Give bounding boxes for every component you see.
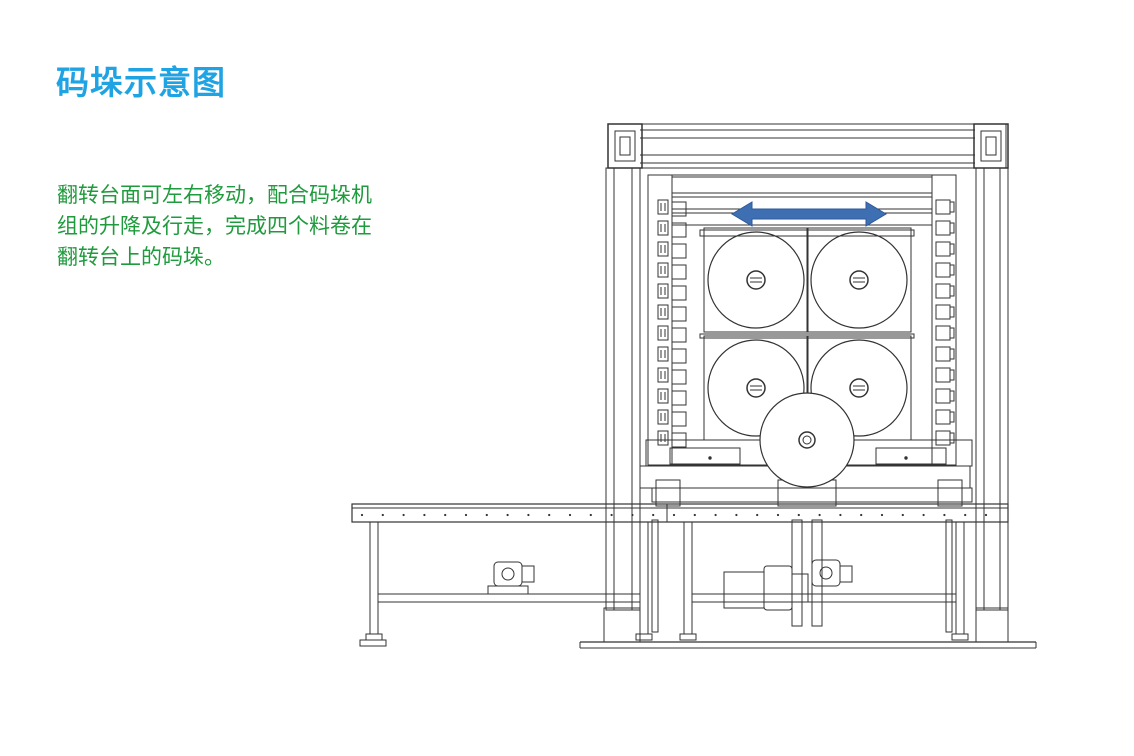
right-chain-rail: [935, 199, 955, 446]
bidirectional-horizontal-arrow: [731, 201, 887, 227]
gantry-frame: [607, 123, 1009, 169]
page-title: 码垛示意图: [56, 63, 226, 102]
conveyor-support: [365, 519, 969, 641]
gantry-posts: [605, 167, 1009, 611]
description-line-3: 翻转台上的码垛。: [57, 245, 225, 269]
description-line-1: 翻转台面可左右移动，配合码垛机: [57, 183, 372, 207]
description-text: 翻转台面可左右移动，配合码垛机 组的升降及行走，完成四个料卷在 翻转台上的码垛。: [57, 180, 477, 273]
conveyor-roll: [759, 392, 855, 507]
ground-base: [359, 607, 1037, 649]
drive-motors: [487, 559, 853, 611]
roll-stack: [699, 227, 915, 441]
roller-conveyor: [351, 503, 1009, 523]
paper-roll: [806, 227, 912, 333]
description-line-2: 组的升降及行走，完成四个料卷在: [57, 214, 372, 238]
paper-roll: [703, 227, 809, 333]
